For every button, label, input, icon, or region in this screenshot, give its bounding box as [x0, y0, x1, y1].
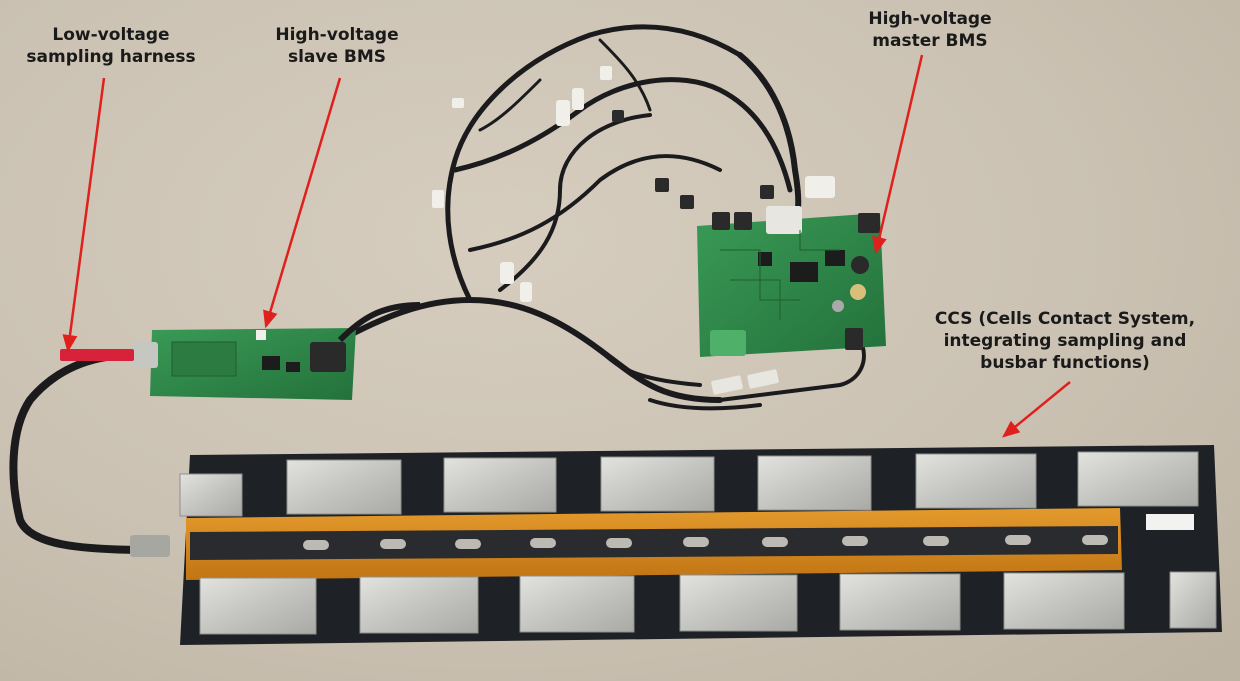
slave-bms-board	[132, 328, 356, 400]
arrow-slave-bms	[263, 77, 342, 329]
label-ccs: CCS (Cells Contact System, integrating s…	[918, 308, 1212, 374]
label-line: slave BMS	[287, 47, 387, 67]
label-line: master BMS	[872, 31, 988, 51]
label-line: integrating sampling and	[943, 331, 1187, 351]
label-high-voltage-master-bms: High-voltage master BMS	[850, 8, 1010, 52]
label-line: CCS (Cells Contact System,	[934, 309, 1196, 329]
label-line: High-voltage	[275, 25, 399, 45]
label-line: High-voltage	[868, 9, 992, 29]
arrow-low-voltage-harness	[62, 77, 106, 353]
arrow-ccs	[1002, 381, 1071, 438]
ccs-assembly	[179, 445, 1222, 645]
master-bms-board	[697, 206, 886, 357]
label-low-voltage-sampling-harness: Low-voltage sampling harness	[20, 24, 202, 68]
label-line: Low-voltage	[52, 25, 170, 45]
wiring-harness	[347, 24, 866, 411]
label-line: sampling harness	[26, 47, 196, 67]
label-line: busbar functions)	[980, 353, 1150, 373]
slave-master-cable	[337, 302, 421, 343]
harness-connectors	[432, 66, 835, 395]
low-voltage-harness-cable	[9, 349, 170, 557]
label-high-voltage-slave-bms: High-voltage slave BMS	[262, 24, 412, 68]
arrow-master-bms	[872, 54, 924, 255]
annotation-arrows	[62, 54, 1071, 438]
